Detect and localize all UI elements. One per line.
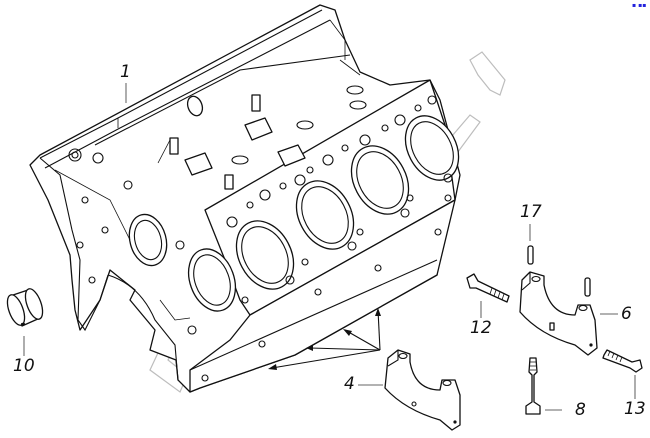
callout-8: 8	[575, 400, 586, 420]
deck-holes	[201, 95, 453, 382]
callout-4: 4	[344, 374, 355, 394]
bolt-12	[466, 273, 510, 303]
cylinder-bores	[128, 115, 460, 312]
assembly-arrows	[268, 308, 381, 370]
callout-17: 17	[520, 202, 542, 222]
callout-12: 12	[470, 318, 492, 338]
callout-6: 6	[621, 304, 632, 324]
cylinder-block	[29, 4, 461, 393]
bearing-cap-6	[519, 271, 598, 356]
callout-1: 1	[120, 62, 131, 82]
bushing-part	[6, 288, 44, 327]
bolt-13	[602, 349, 643, 373]
bearing-cap-4	[384, 349, 461, 431]
valley-details	[157, 59, 367, 190]
dowel-pin-17	[527, 245, 591, 297]
corner-mark: ▪ ▪▪	[632, 2, 647, 9]
front-face	[39, 148, 197, 381]
callout-10: 10	[13, 356, 35, 376]
stud-8	[525, 357, 541, 415]
callout-13: 13	[624, 399, 646, 419]
